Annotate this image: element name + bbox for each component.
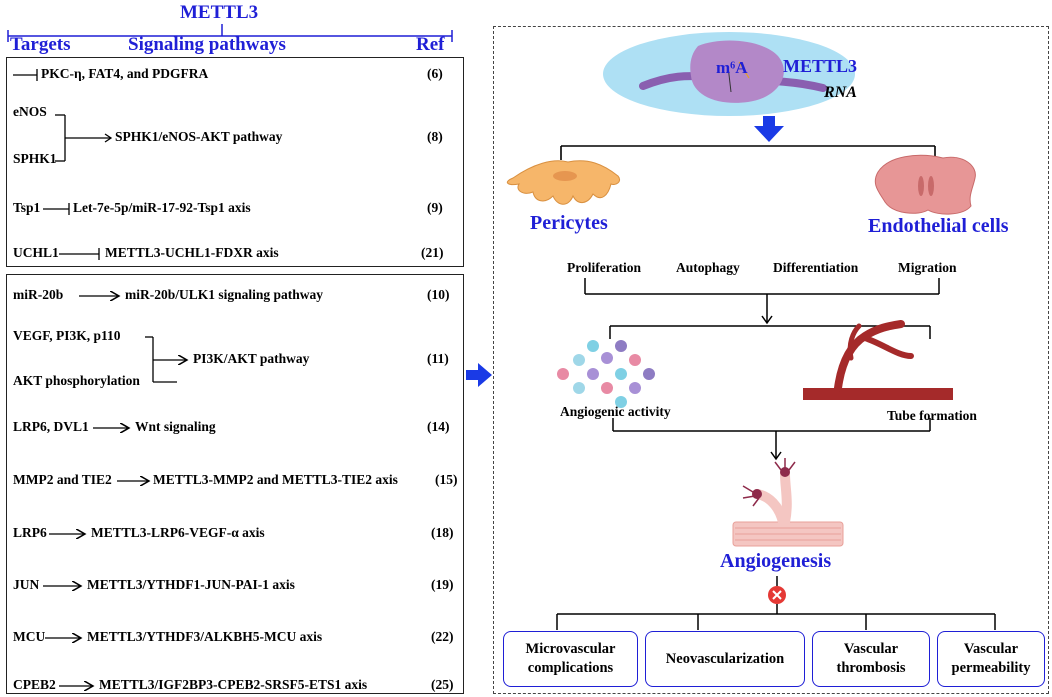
box2-row5-target: LRP6 bbox=[13, 525, 47, 540]
box1-row2-target-b: SPHK1 bbox=[13, 151, 57, 166]
box1-row1-pathway: PKC-η, FAT4, and PDGFRA bbox=[41, 66, 209, 81]
col-pathways: Signaling pathways bbox=[128, 34, 286, 55]
mettl3-label: METTL3 bbox=[783, 56, 858, 76]
box2-row2-target-a: VEGF, PI3K, p110 bbox=[13, 328, 121, 343]
box2-row4-ref: (15) bbox=[435, 472, 458, 487]
tube-formation-icon bbox=[803, 320, 953, 400]
box2-row7-target: MCU bbox=[13, 629, 46, 644]
outcome-microvascular-text: Microvascular complications bbox=[525, 641, 616, 676]
down-arrow-icon bbox=[754, 116, 784, 142]
box1-row3-pathway: Let-7e-5p/miR-17-92-Tsp1 axis bbox=[73, 200, 251, 215]
box2-row3-target: LRP6, DVL1 bbox=[13, 419, 89, 434]
box2-row5-pathway: METTL3-LRP6-VEGF-α axis bbox=[91, 525, 265, 540]
outcome-neovascularization: Neovascularization bbox=[645, 631, 805, 687]
box1-row4-pathway: METTL3-UCHL1-FDXR axis bbox=[105, 245, 279, 260]
header-title: METTL3 bbox=[180, 2, 259, 23]
box2-row5-ref: (18) bbox=[431, 525, 454, 540]
process-differentiation: Differentiation bbox=[773, 260, 859, 275]
pericytes-label: Pericytes bbox=[530, 212, 608, 234]
process-migration: Migration bbox=[898, 260, 957, 275]
box2-row7-pathway: METTL3/YTHDF3/ALKBH5-MCU axis bbox=[87, 629, 323, 644]
box2-row6-ref: (19) bbox=[431, 577, 454, 592]
connecting-arrow-icon bbox=[466, 363, 492, 387]
angiogenesis-icon bbox=[732, 458, 844, 547]
col-ref: Ref bbox=[416, 34, 445, 55]
box2-row3-ref: (14) bbox=[427, 419, 450, 434]
box2-row8-ref: (25) bbox=[431, 677, 454, 692]
box1-row2-pathway: SPHK1/eNOS-AKT pathway bbox=[115, 129, 283, 144]
process-proliferation: Proliferation bbox=[567, 260, 641, 275]
process-autophagy: Autophagy bbox=[676, 260, 740, 275]
outcome-microvascular: Microvascular complications bbox=[503, 631, 638, 687]
mechanism-panel bbox=[493, 26, 1049, 694]
box2-row3-pathway: Wnt signaling bbox=[135, 419, 216, 434]
box2-row1-target: miR-20b bbox=[13, 287, 64, 302]
angiogenic-activity-label: Angiogenic activity bbox=[560, 404, 671, 419]
box1-row4-ref: (21) bbox=[421, 245, 444, 260]
mechanism-diagram bbox=[506, 32, 996, 630]
endothelial-cell-icon bbox=[874, 154, 976, 215]
box1-row1-ref: (6) bbox=[427, 66, 443, 81]
angiogenesis-label: Angiogenesis bbox=[720, 550, 832, 572]
angiogenic-activity-icon bbox=[557, 340, 655, 408]
box1-row4-target: UCHL1 bbox=[13, 245, 59, 260]
box2-row8-pathway: METTL3/IGF2BP3-CPEB2-SRSF5-ETS1 axis bbox=[99, 677, 368, 692]
box2-row4-pathway: METTL3-MMP2 and METTL3-TIE2 axis bbox=[153, 472, 398, 487]
box2-connectors bbox=[43, 275, 463, 693]
mettl3-protein bbox=[690, 40, 784, 103]
header-bracket bbox=[7, 24, 453, 42]
outcome-thrombosis: Vascular thrombosis bbox=[812, 631, 930, 687]
box2-row2-ref: (11) bbox=[427, 351, 449, 366]
pericyte-cell-icon bbox=[506, 160, 621, 205]
box2-row6-pathway: METTL3/YTHDF1-JUN-PAI-1 axis bbox=[87, 577, 295, 592]
box2-row2-pathway: PI3K/AKT pathway bbox=[193, 351, 310, 366]
outcome-permeability: Vascular permeability bbox=[937, 631, 1045, 687]
box2-row1-pathway: miR-20b/ULK1 signaling pathway bbox=[125, 287, 324, 302]
inhibitory-targets-box: PKC-η, FAT4, and PDGFRA (6) eNOS SPHK1 S… bbox=[6, 57, 464, 267]
outcome-neovascularization-text: Neovascularization bbox=[665, 650, 785, 667]
box2-row4-target: MMP2 and TIE2 bbox=[13, 472, 112, 487]
activating-targets-box: miR-20b miR-20b/ULK1 signaling pathway (… bbox=[6, 274, 464, 694]
box2-row8-target: CPEB2 bbox=[13, 677, 56, 692]
box2-row2-target-b: AKT phosphorylation bbox=[13, 373, 140, 388]
endothelial-label: Endothelial cells bbox=[868, 215, 1009, 237]
col-targets: Targets bbox=[10, 34, 71, 55]
box1-row2-target-a: eNOS bbox=[13, 104, 47, 119]
box1-row3-target: Tsp1 bbox=[13, 200, 41, 215]
box2-row7-ref: (22) bbox=[431, 629, 454, 644]
box2-row6-target: JUN bbox=[13, 577, 40, 592]
box1-row2-ref: (8) bbox=[427, 129, 443, 144]
outcome-thrombosis-text: Vascular thrombosis bbox=[836, 641, 906, 676]
outcome-permeability-text: Vascular permeability bbox=[951, 641, 1031, 676]
box1-connectors bbox=[13, 69, 113, 260]
box2-row1-ref: (10) bbox=[427, 287, 450, 302]
tube-formation-label: Tube formation bbox=[887, 408, 977, 423]
box1-row3-ref: (9) bbox=[427, 200, 443, 215]
rna-label: RNA bbox=[824, 84, 857, 101]
m6a-label: m⁶A bbox=[716, 58, 748, 77]
